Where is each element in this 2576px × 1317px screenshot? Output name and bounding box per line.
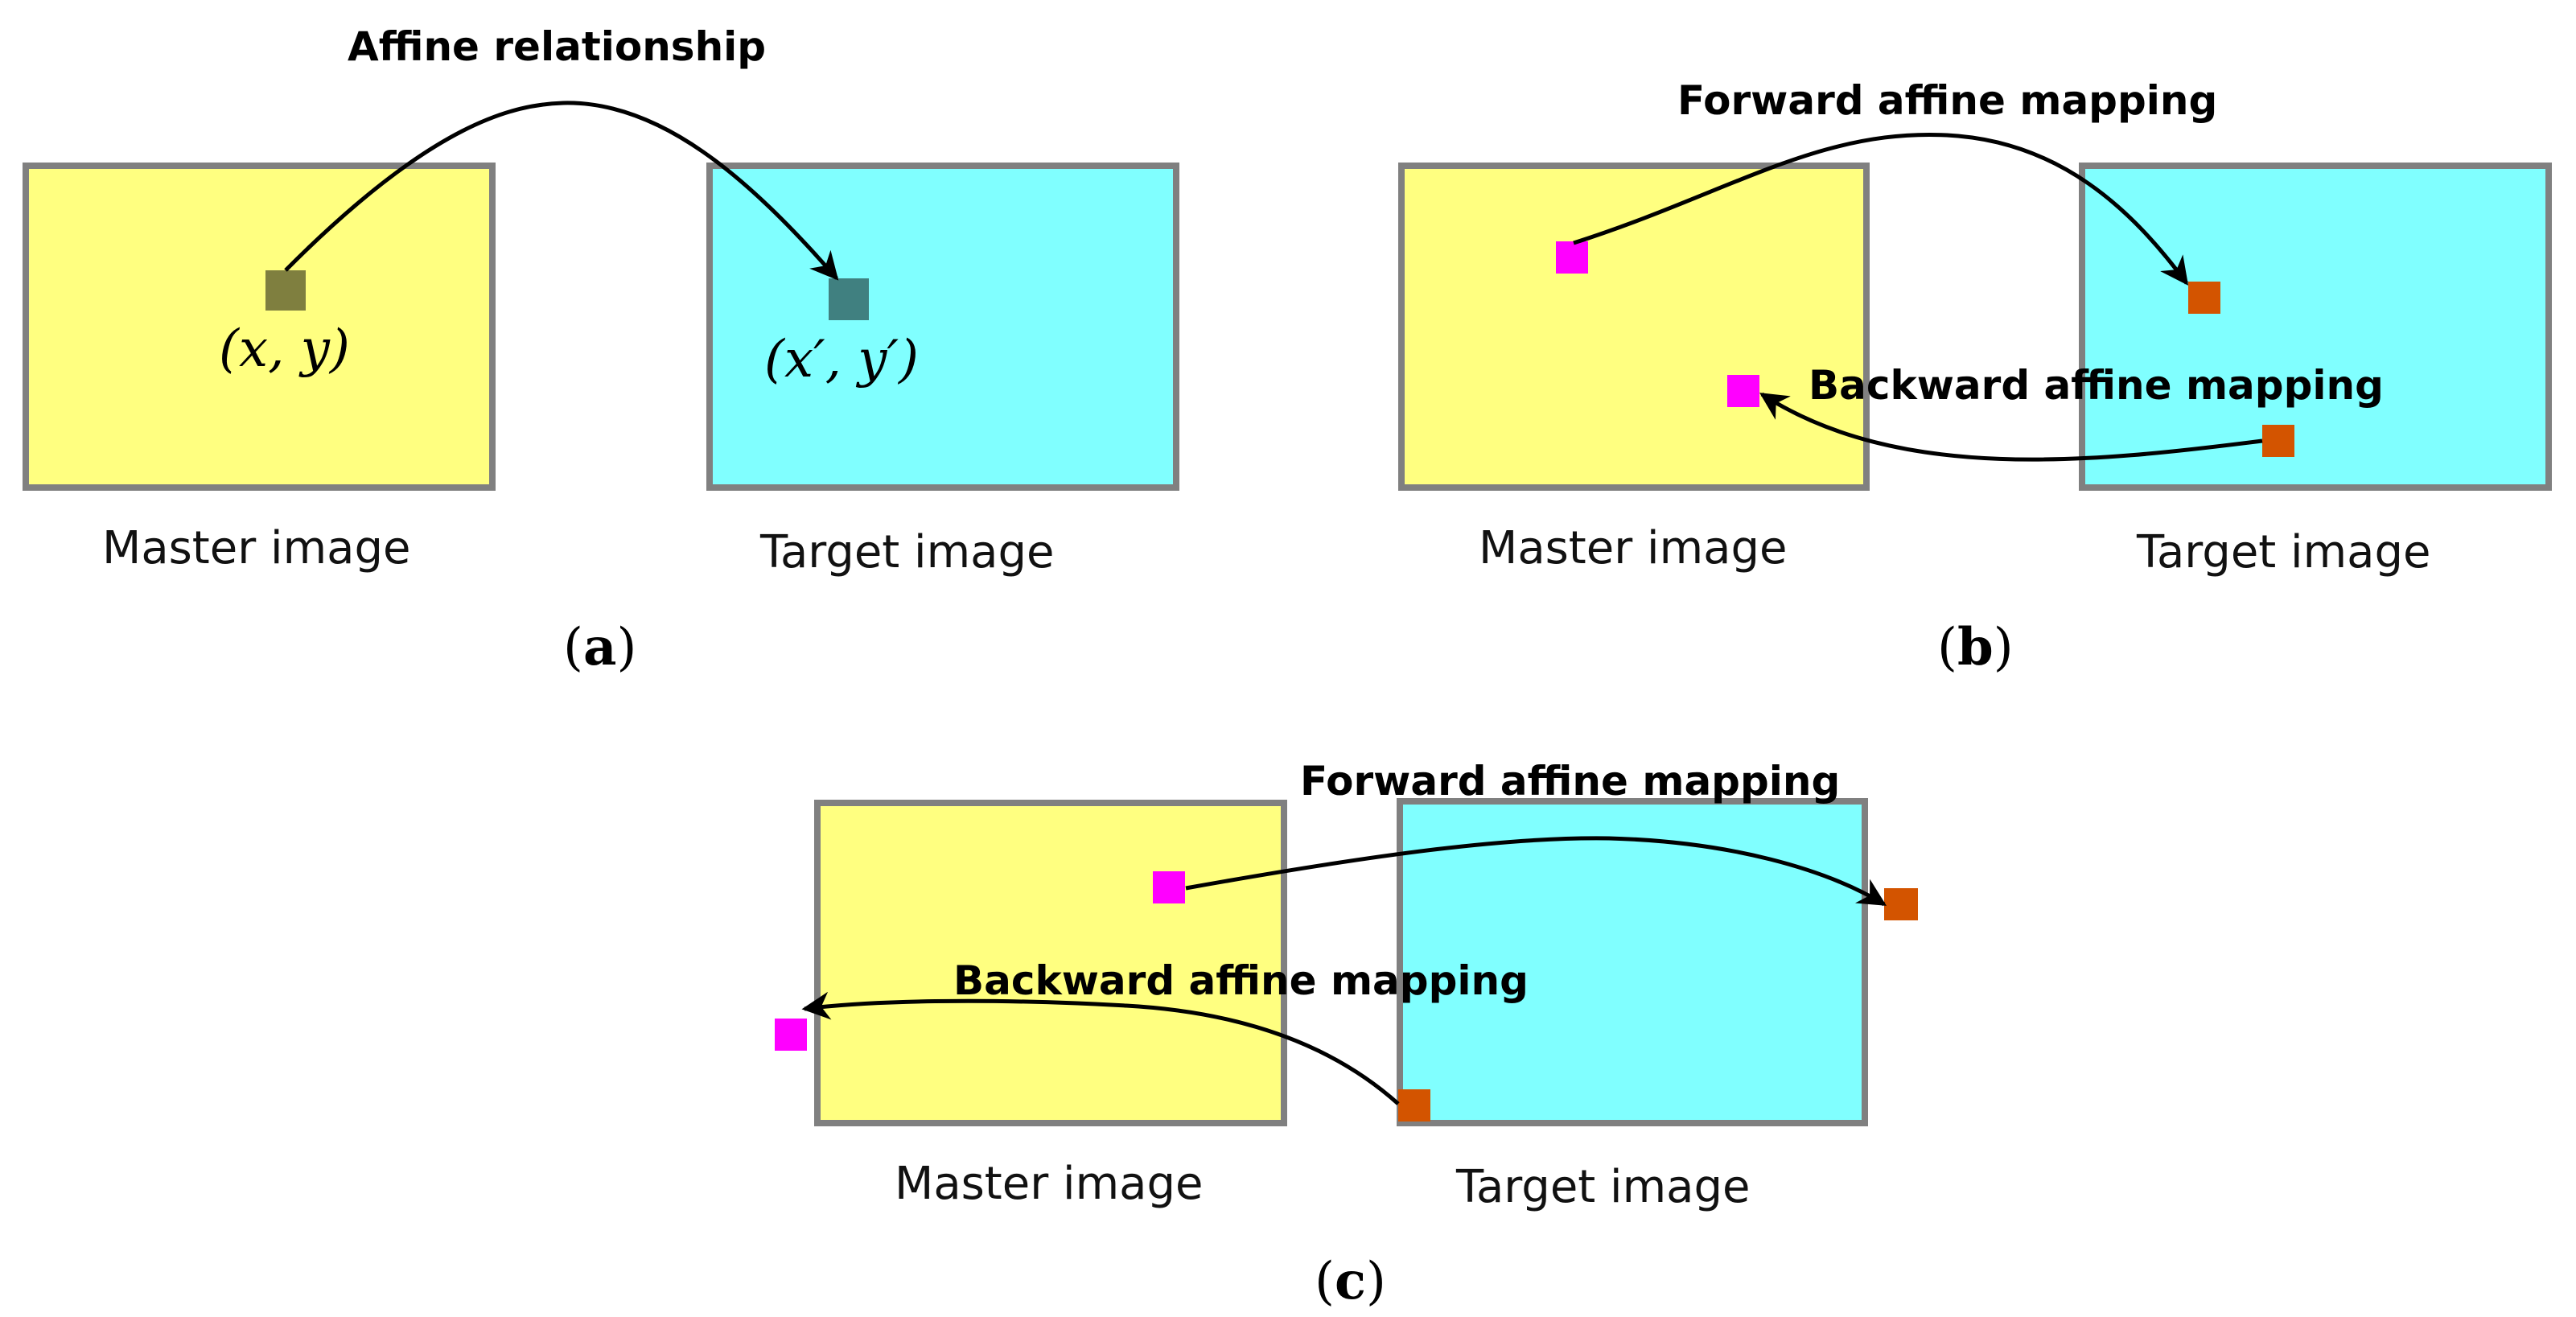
master-image-box-a	[23, 163, 496, 491]
panel-c: Forward affine mapping Backward affine m…	[775, 758, 1918, 1311]
target-image-label-b: Target image	[2136, 526, 2430, 578]
master-image-box-c	[814, 800, 1287, 1126]
forward-target-point-c	[1884, 888, 1918, 920]
target-image-box-b	[2079, 163, 2552, 491]
target-point-a	[829, 278, 869, 320]
panel-c-caption: (c)	[1315, 1251, 1386, 1311]
forward-source-point-b	[1556, 241, 1588, 274]
master-image-box-b	[1398, 163, 1870, 491]
forward-mapping-arrow-b	[1573, 132, 2189, 286]
target-image-label-a: Target image	[759, 526, 1054, 578]
master-image-label-c: Master image	[895, 1158, 1203, 1210]
forward-mapping-arrow-c	[1185, 836, 1887, 907]
panel-b: Forward affine mapping Backward affine m…	[1398, 77, 2552, 677]
target-image-box-c	[1397, 798, 1868, 1126]
forward-mapping-label-c: Forward affine mapping	[1300, 758, 1840, 805]
target-coordinate-label: (x′, y′)	[764, 330, 919, 389]
master-point-a	[265, 270, 306, 311]
affine-relationship-arrow	[284, 101, 839, 281]
backward-source-point-b	[2262, 425, 2294, 457]
backward-target-point-b	[1727, 375, 1759, 407]
forward-mapping-label-b: Forward affine mapping	[1677, 77, 2217, 124]
backward-mapping-arrow-b	[1759, 392, 2263, 462]
backward-mapping-arrow-c	[801, 991, 1400, 1105]
master-image-label-a: Master image	[102, 522, 410, 574]
target-image-label-c: Target image	[1455, 1161, 1750, 1213]
master-image-label-b: Master image	[1479, 522, 1787, 574]
backward-mapping-label-c: Backward affine mapping	[953, 957, 1529, 1004]
panel-a: Affine relationship (x, y) (x′, y′) Mast…	[23, 23, 1179, 677]
panel-a-caption: (a)	[563, 617, 636, 677]
target-image-box-a	[706, 163, 1179, 491]
affine-relationship-title: Affine relationship	[348, 23, 766, 70]
forward-source-point-c	[1153, 871, 1185, 903]
backward-source-point-c	[1398, 1089, 1430, 1122]
backward-mapping-label-b: Backward affine mapping	[1809, 362, 2384, 409]
backward-target-point-c	[775, 1019, 807, 1051]
panel-b-caption: (b)	[1937, 617, 2014, 677]
master-coordinate-label: (x, y)	[219, 319, 350, 379]
forward-target-point-b	[2188, 282, 2220, 314]
